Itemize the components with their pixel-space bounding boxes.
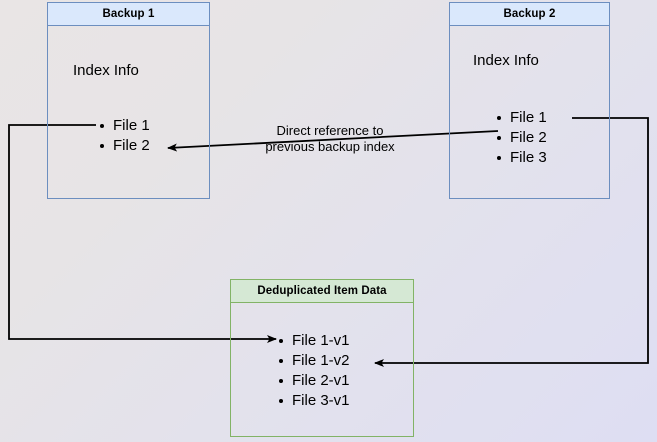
- backup2-header-label: Backup 2: [503, 8, 556, 20]
- direct-reference-annotation: Direct reference to previous backup inde…: [250, 123, 410, 155]
- list-item: File 3-v1: [277, 391, 350, 411]
- list-item: File 2-v1: [277, 371, 350, 391]
- list-item: File 2: [98, 136, 150, 156]
- backup2-header: Backup 2: [449, 2, 610, 26]
- backup1-header: Backup 1: [47, 2, 210, 26]
- backup2-index-title: Index Info: [473, 52, 539, 69]
- backup1-header-label: Backup 1: [102, 8, 155, 20]
- dedup-header: Deduplicated Item Data: [230, 279, 414, 303]
- backup1-index-title: Index Info: [73, 62, 139, 79]
- list-item: File 2: [495, 128, 547, 148]
- annotation-line-1: Direct reference to: [276, 123, 384, 138]
- backup2-item-list: File 1 File 2 File 3: [495, 108, 547, 168]
- dedup-header-label: Deduplicated Item Data: [257, 285, 387, 297]
- dedup-item-list: File 1-v1 File 1-v2 File 2-v1 File 3-v1: [277, 331, 350, 411]
- list-item: File 1-v2: [277, 351, 350, 371]
- list-item: File 1: [98, 116, 150, 136]
- backup1-box: [47, 2, 210, 199]
- list-item: File 1: [495, 108, 547, 128]
- list-item: File 3: [495, 148, 547, 168]
- annotation-line-2: previous backup index: [265, 139, 395, 154]
- backup1-item-list: File 1 File 2: [98, 116, 150, 156]
- backup2-box: [449, 2, 610, 199]
- list-item: File 1-v1: [277, 331, 350, 351]
